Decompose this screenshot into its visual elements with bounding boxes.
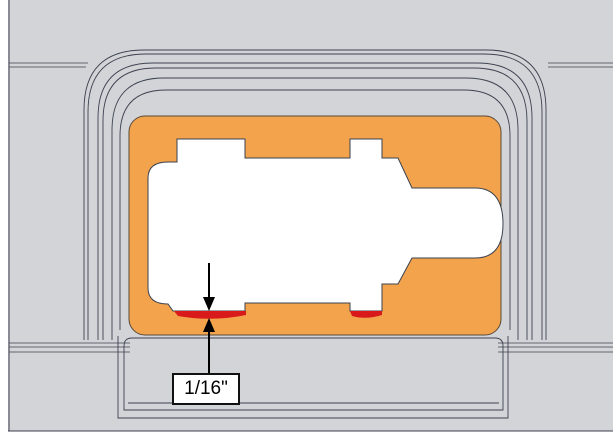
thickness-marker-left — [174, 311, 246, 319]
dimension-label: 1/16" — [172, 373, 240, 405]
bezel-outlines — [83, 49, 547, 340]
panel-edge-lines — [9, 62, 613, 353]
dimension-arrow-bottom-head — [203, 318, 215, 332]
thickness-marker-right — [350, 311, 382, 318]
dimension-arrow-top-head — [203, 297, 215, 311]
cutout-opening — [147, 138, 504, 312]
